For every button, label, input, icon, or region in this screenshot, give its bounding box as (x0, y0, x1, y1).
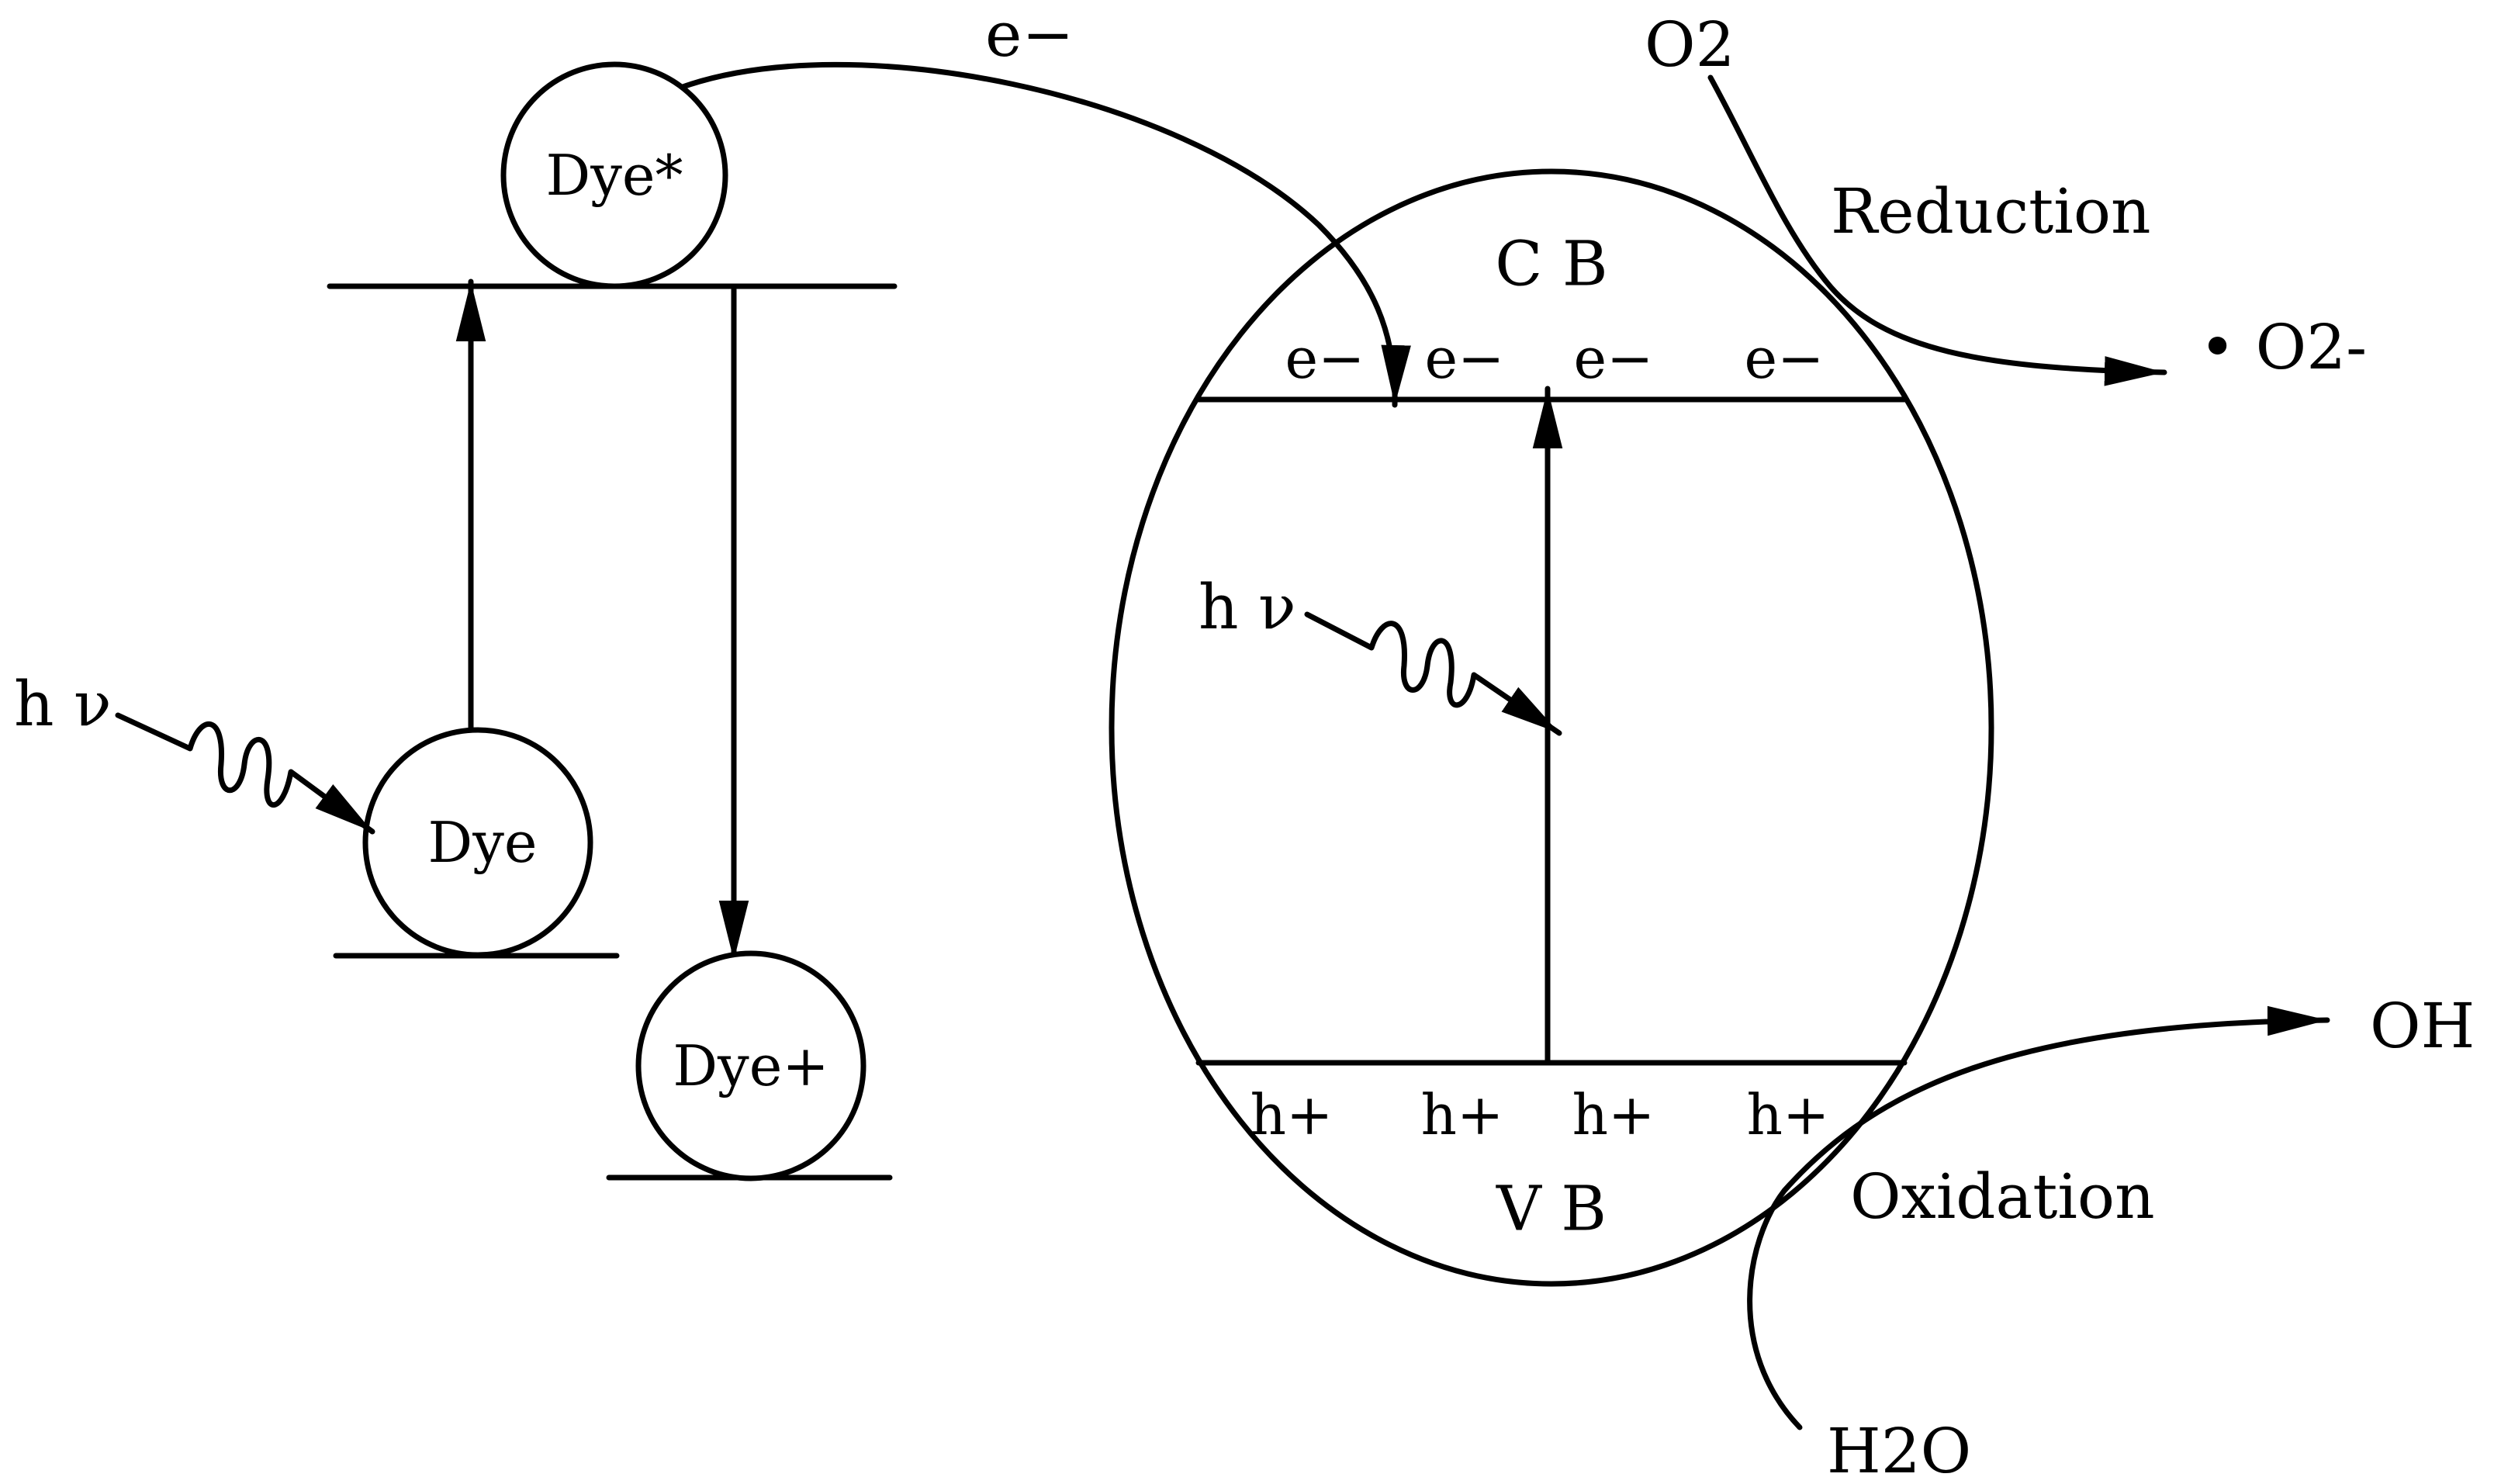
superoxide-label: • O2- (2199, 311, 2367, 383)
reduction-arrow (1707, 74, 2167, 386)
dye-excited-circle (500, 61, 728, 289)
hole-label: h+ (1421, 1082, 1504, 1147)
dye-oxidized-label: Dye+ (673, 1033, 828, 1098)
transfer-electron-label: e− (985, 0, 1074, 71)
hole-label: h+ (1572, 1082, 1655, 1147)
electron-label: e− (1745, 326, 1825, 391)
photon-wave-left (115, 712, 375, 835)
electron-injection-arrow (680, 61, 1411, 408)
conduction-band-label: C B (1495, 228, 1607, 300)
hole-label: h+ (1250, 1082, 1333, 1147)
water-label: H2O (1827, 1415, 1971, 1484)
dye-excited-label: Dye* (545, 143, 683, 208)
dye-oxidized-circle (635, 950, 867, 1181)
photon-label-right: h ν (1199, 571, 1296, 643)
reduction-label: Reduction (1831, 175, 2151, 247)
photon-label-left: h ν (14, 668, 112, 740)
electron-label: e− (1574, 326, 1654, 391)
electron-label: e− (1285, 326, 1365, 391)
oxidation-label: Oxidation (1850, 1161, 2155, 1233)
valence-band-label: V B (1496, 1173, 1607, 1245)
dye-ground-circle (362, 727, 593, 958)
o2-label: O2 (1645, 9, 1735, 81)
hydroxyl-label: OH • (2370, 990, 2494, 1062)
electron-label: e− (1425, 326, 1505, 391)
photon-wave-right (1304, 611, 1562, 736)
semiconductor-ellipse (1109, 168, 1994, 1287)
dye-ground-label: Dye (427, 810, 537, 875)
hole-label: h+ (1747, 1082, 1830, 1147)
oxidation-arrow (1747, 1005, 2330, 1430)
